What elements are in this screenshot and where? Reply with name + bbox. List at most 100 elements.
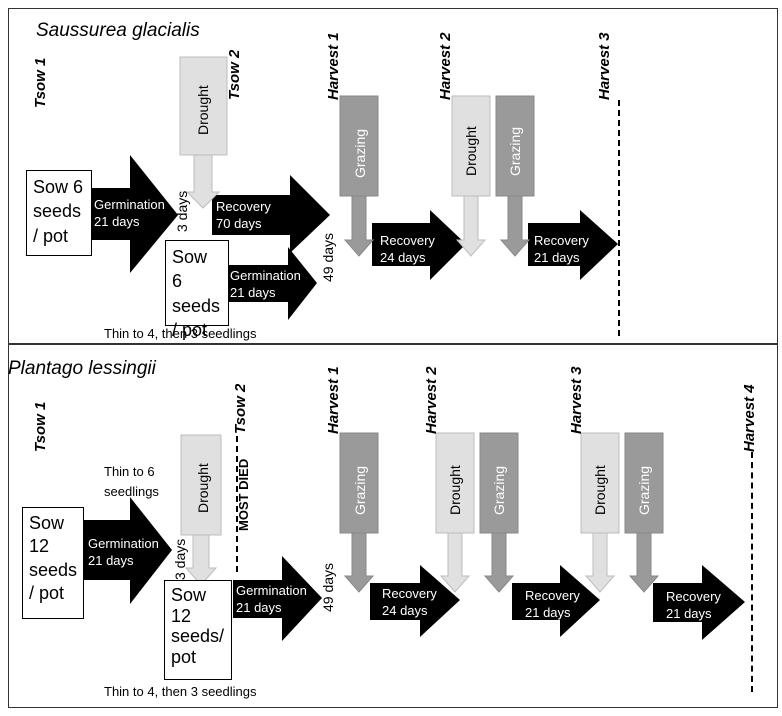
tsow2-dashed-line-bottom [236,436,238,572]
recovery-arrow-b2 [512,565,600,637]
grazing-block-2-top [495,95,535,197]
germination-2-bottom-line2: 21 days [236,599,282,615]
drought-label-b3: Drought [592,465,608,515]
label-harvest2-bottom: Harvest 2 [423,366,440,434]
harvest4-dashed-line-bottom [751,452,753,692]
sow-box-2-bottom-l2: 12 [171,605,192,626]
forty-nine-days-bottom: 49 days [320,562,336,612]
grazing-label-b2: Grazing [491,465,507,515]
germination-1-bottom-line1: Germination [88,536,159,551]
germination-1-top-line1: Germination [94,197,165,212]
recovery-24-top-label: Recovery 24 days [380,233,435,267]
label-tsow2-bottom: Tsow 2 [232,383,249,434]
label-tsow1-top: Tsow 1 [32,57,49,108]
forty-nine-days-top: 49 days [320,232,336,282]
thin-note-top: Thin to 4, then 3 seedlings [104,326,257,341]
label-tsow2-top: Tsow 2 [226,49,243,100]
germination-arrow-1 [90,155,178,273]
grazing-label-b3: Grazing [636,465,652,515]
thin6-note: Thin to 6 seedlings [104,462,159,501]
germination-arrow-2 [228,247,317,320]
drought-label-b2: Drought [447,465,463,515]
sow-box-2-bottom-l4: pot [171,647,197,668]
recovery-arrow-b1 [370,565,460,637]
recovery-21-top-line1: Recovery [534,233,589,248]
grazing-down-arrow-2-top [499,195,531,257]
recovery-3-bottom-line1: Recovery [666,589,721,604]
label-harvest3-top: Harvest 3 [596,32,613,100]
recovery-21-arrow [528,210,618,280]
sow-box-1-top: Sow 6 seeds / pot [26,170,92,256]
drought-down-arrow-2-top [455,195,487,257]
harvest3-dashed-line-top [618,100,620,336]
recovery-2-bottom-label: Recovery 21 days [525,588,580,622]
label-harvest1-bottom: Harvest 1 [325,366,342,434]
three-days-bottom: 3 days [172,538,188,580]
germination-2-top-label: Germination 21 days [230,268,301,302]
sow-box-1-bottom-l4: / pot [29,583,65,604]
sow-box-2-bottom-l1: Sow [171,585,207,605]
panel-saussurea [8,8,778,344]
germination-1-bottom-line2: 21 days [88,552,134,568]
germination-2-top-line2: 21 days [230,284,276,300]
thin6-line1: Thin to 6 [104,464,155,479]
recovery-21-top-line2: 21 days [534,249,580,265]
three-days-top: 3 days [174,190,190,232]
grazing-label-1-top: Grazing [352,128,368,178]
grazing-down-arrow-1-top [343,195,375,257]
grazing-block-b1 [339,432,379,534]
germination-arrow-b1 [84,497,172,604]
drought-down-arrow-b2 [439,532,471,593]
panel-title-plantago: Plantago lessingii [8,358,156,379]
drought-down-arrow-b3 [584,532,616,593]
drought-block-b1 [180,434,222,536]
most-died-label: MOST DIED [236,458,251,531]
sow-box-1-top-text: Sow 6 seeds / pot [33,177,84,246]
label-harvest3-bottom: Harvest 3 [568,366,585,434]
grazing-label-2-top: Grazing [507,126,523,176]
recovery-21-top-label: Recovery 21 days [534,233,589,267]
sow-box-1-bottom: Sow 12 seeds / pot [22,507,84,619]
sow-box-2-top-text: Sow 6 seeds / pot [172,247,221,340]
recovery-24-top-line1: Recovery [380,233,435,248]
recovery-2-bottom-line2: 21 days [525,604,571,620]
recovery-1-bottom-line2: 24 days [382,602,428,618]
recovery-arrow-b3 [653,565,745,640]
drought-label-b1: Drought [195,463,211,513]
sow-box-1-bottom-l3: seeds [29,559,78,580]
drought-down-arrow-b1 [184,534,218,586]
grazing-label-b1: Grazing [352,465,368,515]
germination-2-bottom-label: Germination 21 days [236,583,307,617]
recovery-1-bottom-label: Recovery 24 days [382,586,437,620]
germination-1-bottom-label: Germination 21 days [88,536,159,570]
grazing-block-b2 [479,432,519,534]
recovery-1-bottom-line1: Recovery [382,586,437,601]
recovery-70-label: Recovery 70 days [216,199,271,233]
drought-block-b3 [580,432,620,534]
drought-block-b2 [435,432,475,534]
recovery-24-top-line2: 24 days [380,249,426,265]
grazing-down-arrow-b3 [628,532,660,593]
recovery-70-line2: 70 days [216,215,262,231]
sow-box-2-bottom: Sow 12 seeds/ pot [164,580,232,680]
recovery-3-bottom-line2: 21 days [666,605,712,621]
thin4-note-bottom: Thin to 4, then 3 seedlings [104,684,257,699]
label-tsow1-bottom: Tsow 1 [32,401,49,452]
label-harvest2-top: Harvest 2 [437,32,454,100]
panel-plantago [8,344,778,708]
drought-label-2-top: Drought [463,126,479,176]
label-harvest4-bottom: Harvest 4 [741,384,758,452]
germination-2-bottom-line1: Germination [236,583,307,598]
grazing-block-1-top [339,95,379,197]
thin6-line2: seedlings [104,483,159,499]
germination-2-top-line1: Germination [230,268,301,283]
sow-box-1-bottom-l1: Sow [29,513,65,533]
recovery-3-bottom-label: Recovery 21 days [666,589,721,623]
drought-down-arrow-top [185,154,221,209]
sow-box-2-bottom-l3: seeds/ [171,626,225,647]
drought-label-top: Drought [195,85,211,135]
recovery-2-bottom-line1: Recovery [525,588,580,603]
recovery-24-arrow [372,210,466,280]
germination-1-top-label: Germination 21 days [94,197,165,231]
